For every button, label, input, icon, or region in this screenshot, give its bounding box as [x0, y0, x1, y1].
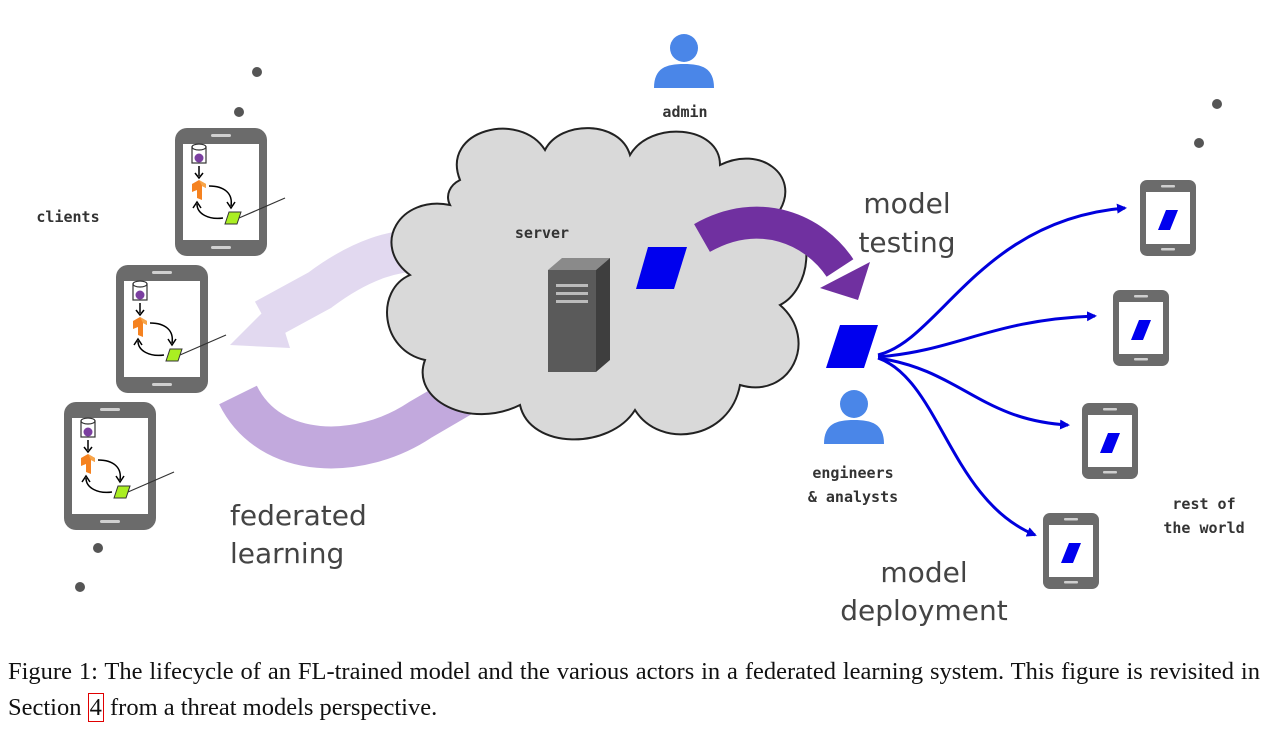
deployment-label-line1: model [880, 556, 967, 589]
phone-icon [1043, 513, 1099, 589]
caption-text-end: from a threat models perspective. [103, 694, 438, 721]
admin-label: admin [662, 103, 707, 121]
model-testing-arrow [694, 206, 870, 300]
world-label-line1: rest of [1172, 495, 1235, 513]
server-icon [548, 258, 610, 372]
deployed-model-icon [826, 325, 878, 368]
section-reference-link[interactable]: 4 [87, 693, 104, 722]
caption-text: Figure 1: The lifecycle of an FL-trained… [8, 658, 1260, 721]
ellipsis-dots [75, 67, 1222, 592]
phone-icon [1113, 290, 1169, 366]
admin-person-icon [654, 34, 714, 88]
engineers-label-line1: engineers [812, 464, 893, 482]
testing-label-line1: model [863, 187, 950, 220]
federated-label: federated [230, 499, 367, 532]
figure-caption: Figure 1: The lifecycle of an FL-trained… [8, 654, 1260, 726]
client-phone-icon [174, 127, 286, 257]
engineers-label-line2: & analysts [808, 488, 898, 506]
server-label: server [515, 224, 569, 242]
learning-label: learning [230, 537, 344, 570]
model-icon [636, 247, 687, 289]
deployment-arrows [877, 203, 1127, 537]
client-phone-icon [63, 401, 175, 531]
phone-icon [1082, 403, 1138, 479]
testing-label-line2: testing [858, 226, 955, 259]
client-phone-icon [115, 264, 227, 394]
engineers-person-icon [824, 390, 884, 444]
deployment-label-line2: deployment [840, 594, 1008, 627]
clients-label: clients [36, 208, 99, 226]
phone-icon [1140, 180, 1196, 256]
world-label-line2: the world [1163, 519, 1244, 537]
